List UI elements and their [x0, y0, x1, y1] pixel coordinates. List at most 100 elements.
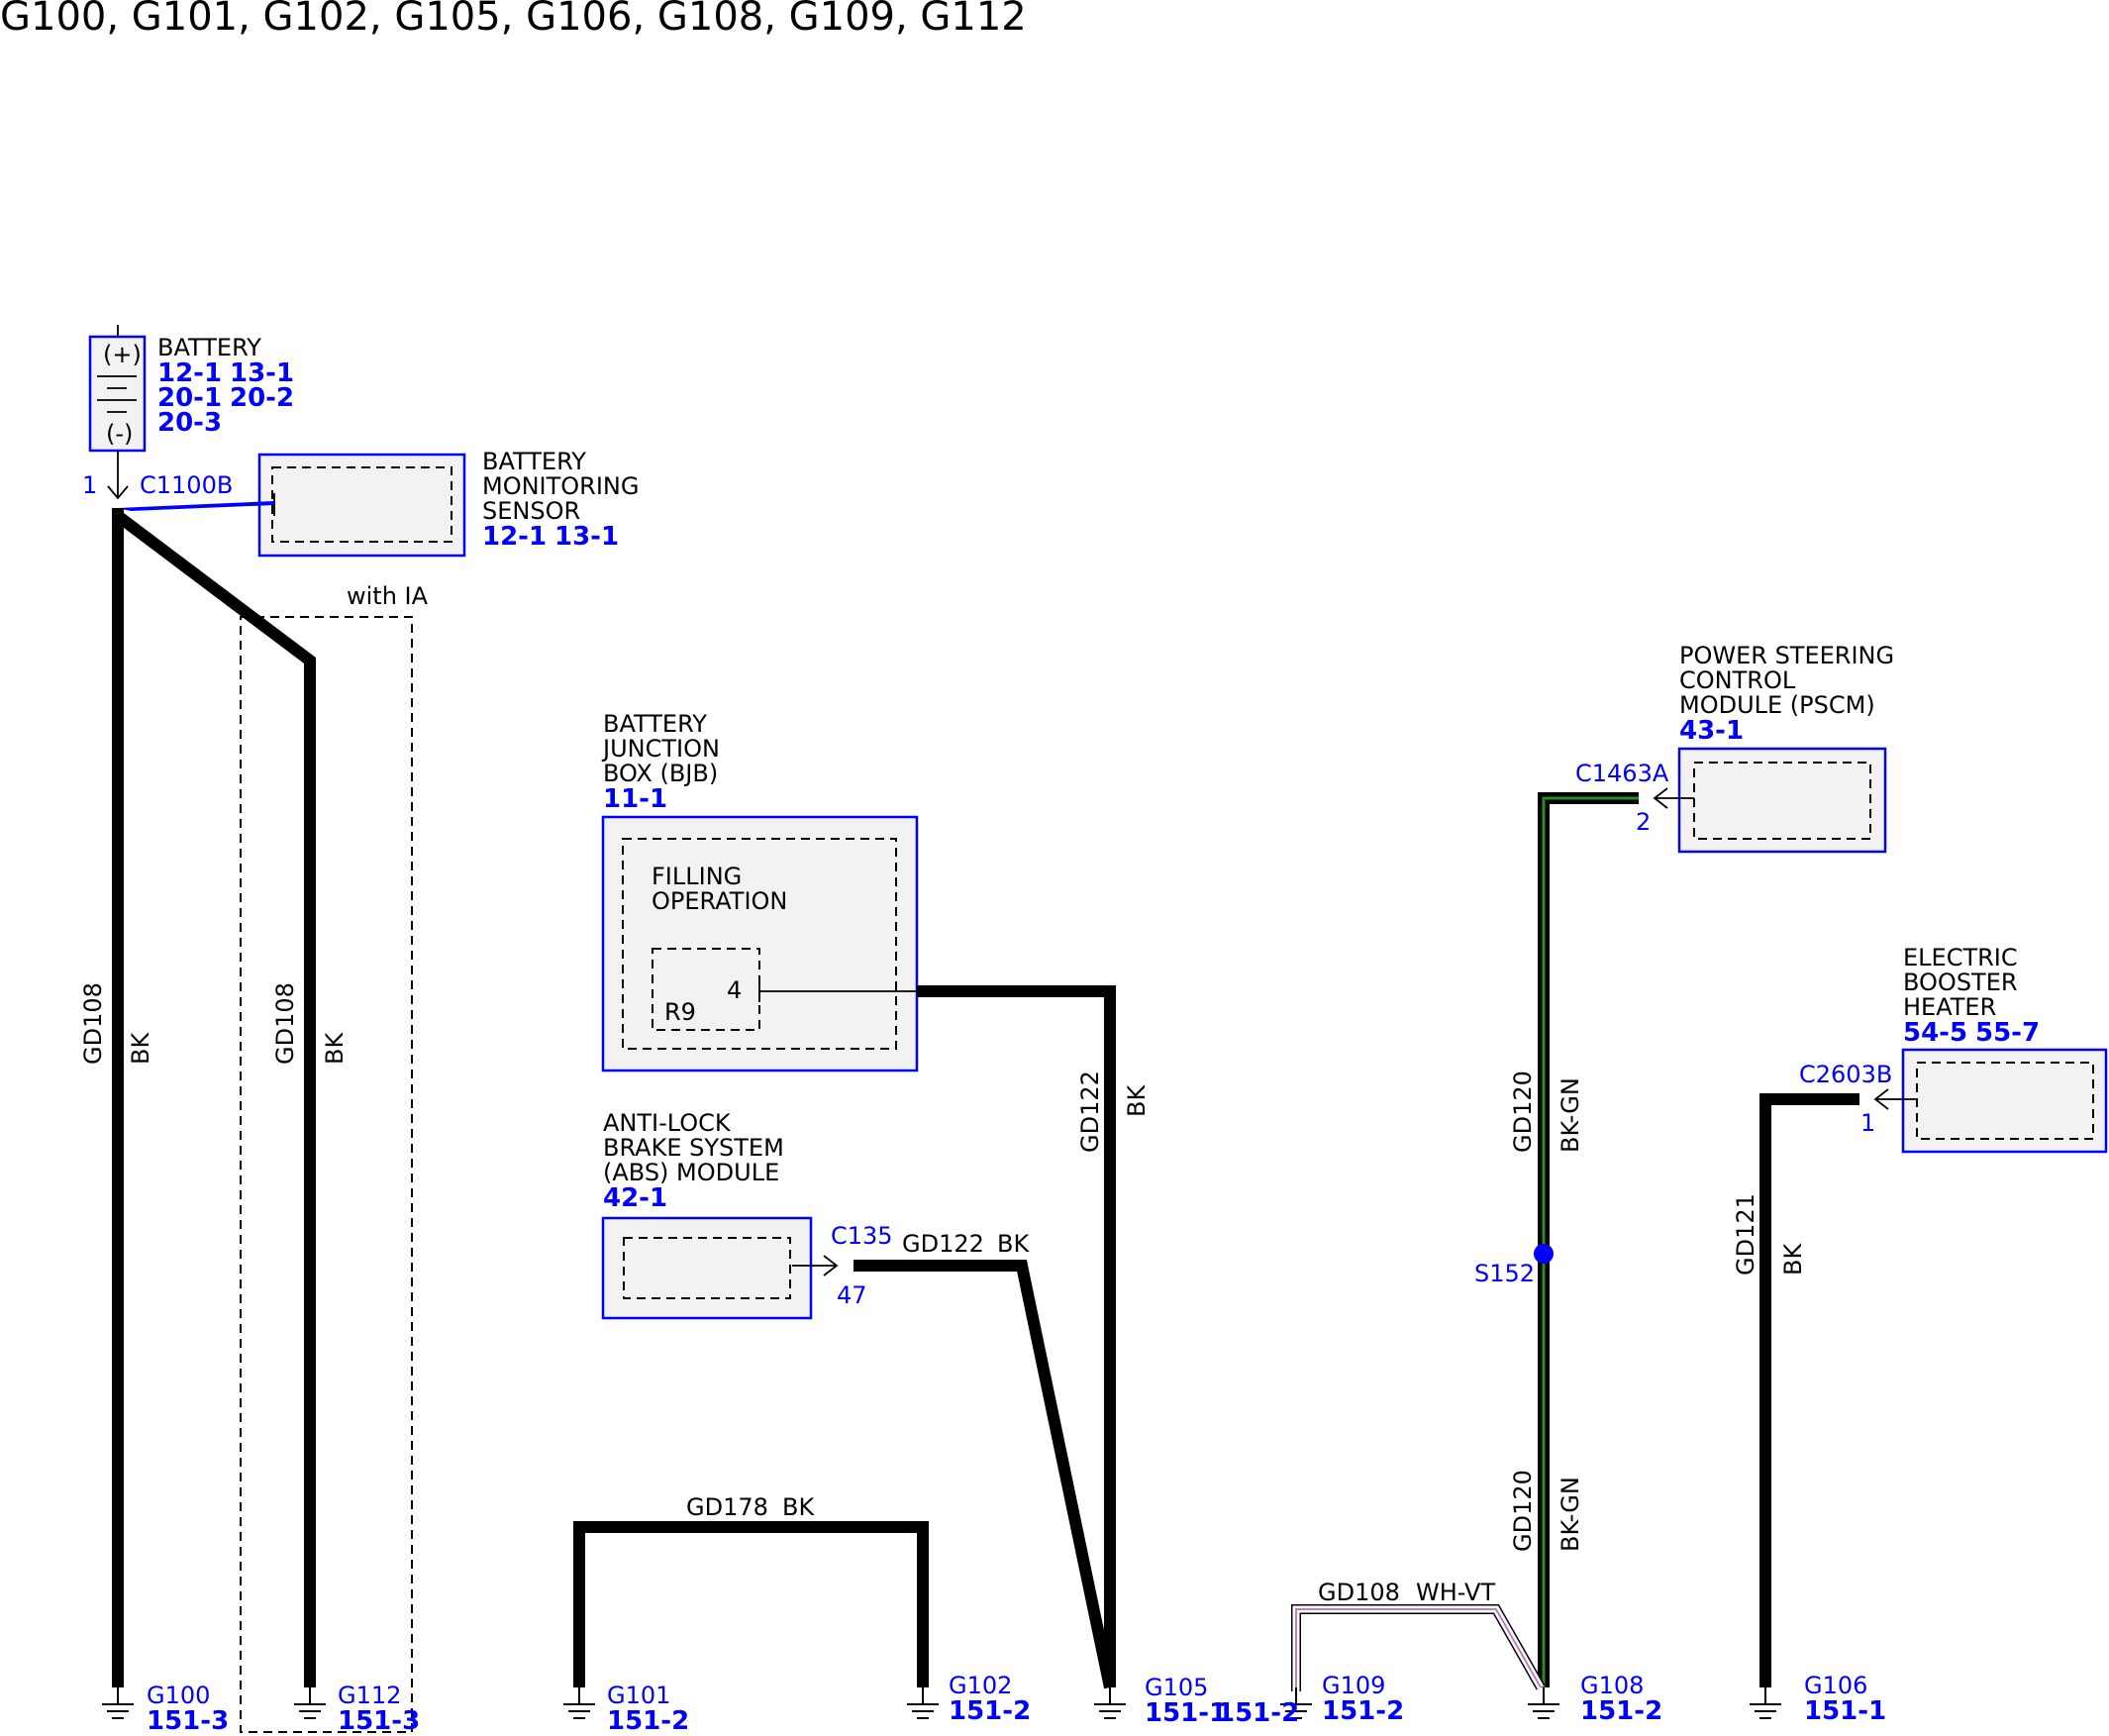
ground-g108-name: G108 [1580, 1672, 1644, 1699]
bjb-inner-label-1: FILLING [652, 863, 742, 890]
wire-gd108-g112 [114, 511, 316, 1687]
bjb-inner-label-2: OPERATION [652, 887, 787, 915]
wire-gd120-lower-circuit: GD120 [1509, 1470, 1537, 1552]
ground-g102-name: G102 [949, 1672, 1012, 1699]
c1463a-pin: 2 [1636, 808, 1651, 836]
pscm-name-3: MODULE (PSCM) [1679, 691, 1875, 719]
splice-s152-label: S152 [1474, 1260, 1535, 1287]
wire-gd122-abs [854, 1260, 1116, 1689]
wire-gd120-upper-circuit: GD120 [1509, 1071, 1537, 1153]
wire-gd108-b-circuit: GD108 [271, 982, 299, 1065]
battery-ref-3: 20-1 [157, 383, 222, 413]
wire-gd108-wv-color: WH-VT [1416, 1579, 1495, 1606]
ground-g100-name: G100 [147, 1682, 210, 1709]
c1100b-name: C1100B [140, 471, 233, 499]
bjb-ref: 11-1 [603, 784, 667, 814]
abs-name-1: ANTI-LOCK [603, 1109, 732, 1137]
wire-gd122-g105 [917, 985, 1116, 1687]
page-title: G100, G101, G102, G105, G106, G108, G109… [0, 0, 1027, 40]
pscm-name-1: POWER STEERING [1679, 642, 1894, 669]
c1100b-pin: 1 [82, 471, 97, 499]
c135-name: C135 [831, 1222, 893, 1250]
relay-r9-label: R9 [664, 998, 696, 1026]
pscm-ref: 43-1 [1679, 716, 1744, 746]
bms-ref-1: 12-1 [482, 522, 547, 552]
wire-gd108-a-color: BK [127, 1032, 154, 1065]
wire-gd122-vert-circuit: GD122 [1076, 1071, 1104, 1153]
wire-gd108-wh-vt [1291, 1604, 1546, 1691]
wire-gd108-wv-circuit: GD108 [1318, 1579, 1400, 1606]
ebh-name-2: BOOSTER [1903, 969, 2018, 996]
battery-ref-1: 12-1 [157, 358, 222, 388]
battery-name: BATTERY [157, 334, 261, 361]
ground-g105-ref-2: 151-2 [1217, 1698, 1299, 1728]
wire-gd120-lower-color: BK-GN [1557, 1477, 1584, 1552]
ground-g102-ref: 151-2 [949, 1696, 1031, 1726]
wire-gd122-horiz-circuit: GD122 [902, 1230, 984, 1258]
battery-ref-5: 20-3 [157, 408, 222, 438]
ground-symbol-g109 [1280, 1687, 1312, 1719]
option-box-with-ia [240, 616, 413, 1733]
ground-symbol-g108 [1528, 1687, 1559, 1719]
electric-booster-heater [1901, 1048, 2108, 1154]
pscm-module [1677, 747, 1887, 854]
battery-monitoring-sensor [257, 453, 466, 558]
ground-g101-name: G101 [607, 1682, 670, 1709]
wire-gd121-color: BK [1779, 1243, 1807, 1276]
wire-gd178-color: BK [782, 1493, 815, 1521]
c135-connector-symbol [823, 1255, 839, 1276]
bms-name-3: SENSOR [482, 497, 580, 525]
wire-gd121-circuit: GD121 [1732, 1193, 1759, 1276]
battery: (+) (-) [88, 325, 147, 497]
ground-symbol-g106 [1750, 1687, 1781, 1719]
ground-g109-ref: 151-2 [1322, 1696, 1404, 1726]
wire-gd108-b-color: BK [321, 1032, 349, 1065]
ground-g112-ref: 151-3 [338, 1706, 420, 1736]
battery-ref-2: 13-1 [230, 358, 294, 388]
wire-gd120 [1538, 792, 1639, 1687]
c1463a-connector-symbol [1653, 787, 1668, 809]
bjb-name-2: JUNCTION [601, 735, 720, 763]
ground-g108-ref: 151-2 [1580, 1696, 1662, 1726]
ebh-name-1: ELECTRIC [1903, 944, 2018, 971]
ground-symbol-g101 [563, 1687, 595, 1719]
c2603b-pin: 1 [1860, 1109, 1875, 1137]
wire-gd122-vert-color: BK [1123, 1084, 1151, 1117]
ebh-ref-2: 55-7 [1975, 1018, 2040, 1048]
battery-minus-label: (-) [106, 420, 133, 448]
battery-junction-box [601, 815, 919, 1072]
abs-module [601, 1216, 813, 1320]
bjb-name-1: BATTERY [603, 710, 707, 738]
abs-ref: 42-1 [603, 1183, 667, 1213]
ground-symbol-g112 [294, 1687, 326, 1719]
ground-g106-name: G106 [1804, 1672, 1867, 1699]
wire-gd178 [573, 1521, 929, 1687]
wire-gd108-a-circuit: GD108 [79, 982, 107, 1065]
ground-g100-ref: 151-3 [147, 1706, 229, 1736]
battery-ref-4: 20-2 [230, 383, 294, 413]
ebh-ref-1: 54-5 [1903, 1018, 1967, 1048]
ebh-name-3: HEATER [1903, 993, 1996, 1021]
ground-g106-ref: 151-1 [1804, 1696, 1886, 1726]
c1463a-name: C1463A [1575, 760, 1669, 787]
ground-g101-ref: 151-2 [607, 1706, 689, 1736]
ground-g112-name: G112 [338, 1682, 401, 1709]
ground-symbol-g105 [1094, 1687, 1126, 1719]
wire-gd178-circuit: GD178 [686, 1493, 768, 1521]
battery-symbol [97, 375, 137, 413]
bms-name-2: MONITORING [482, 472, 639, 500]
ground-g105-name: G105 [1145, 1674, 1208, 1701]
bjb-name-3: BOX (BJB) [603, 760, 718, 787]
bjb-pin: 4 [727, 976, 742, 1004]
abs-name-2: BRAKE SYSTEM [603, 1134, 784, 1162]
wire-gd121 [1759, 1093, 1859, 1687]
bms-sense-lead [118, 501, 274, 511]
abs-name-3: (ABS) MODULE [603, 1159, 779, 1186]
c2603b-connector-symbol [1873, 1088, 1889, 1110]
wire-gd120-upper-color: BK-GN [1557, 1077, 1584, 1153]
ground-g105-ref-1: 151-1 [1145, 1698, 1227, 1728]
splice-s152 [1534, 1244, 1554, 1264]
ground-symbol-g100 [102, 1687, 134, 1719]
wire-gd122-horiz-color: BK [997, 1230, 1030, 1258]
c135-pin: 47 [837, 1281, 867, 1309]
